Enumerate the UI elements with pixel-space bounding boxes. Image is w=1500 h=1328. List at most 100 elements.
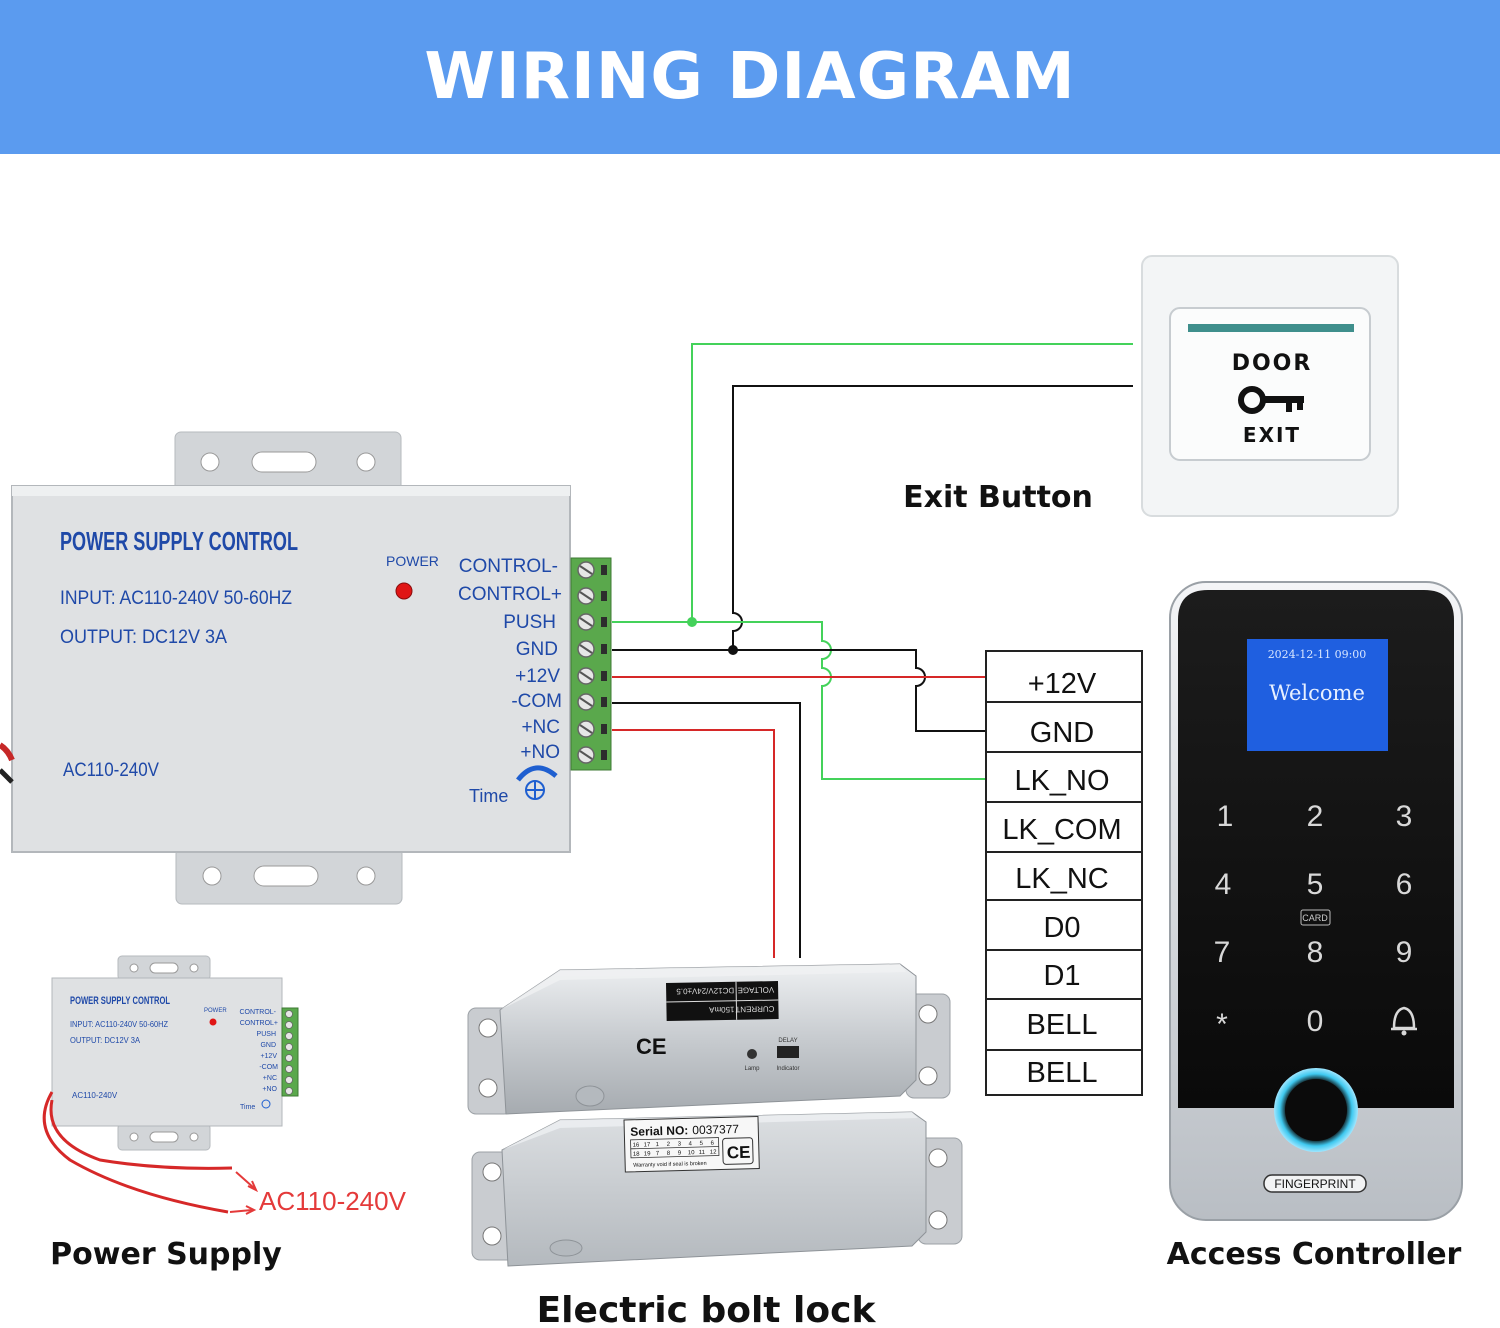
psu-output-spec: OUTPUT: DC12V 3A	[60, 627, 227, 648]
key-8: 8	[1307, 936, 1324, 969]
psu-small-terminal-4: +12V	[260, 1053, 277, 1060]
electric-bolt-lock-caption: Electric bolt lock	[537, 1290, 877, 1328]
psu-small-terminal-5: -COM	[259, 1064, 278, 1071]
serial-cell-14: 11	[699, 1150, 706, 1156]
psu-small-terminal-block	[281, 1007, 299, 1097]
lock-voltage-value: DC12V/24V±0.5	[676, 986, 734, 996]
psu-small-title: POWER SUPPLY CONTROL	[70, 995, 170, 1007]
time-adjust-icon	[516, 765, 558, 800]
power-supply-small: POWER SUPPLY CONTROL INPUT: AC110-240V 5…	[42, 955, 407, 1216]
key-0: 0	[1307, 1005, 1324, 1038]
terminal-d1: D1	[1043, 960, 1080, 992]
fingerprint-label: FINGERPRINT	[1274, 1177, 1356, 1191]
lock-ce-mark: CE	[636, 1034, 667, 1059]
key-7: 7	[1214, 936, 1231, 969]
page-title: WIRING DIAGRAM	[424, 40, 1076, 114]
access-controller-device: 2024-12-11 09:00 Welcome 1 2 3 4 5 6 7 8…	[1169, 581, 1463, 1221]
lock-lamp-icon	[747, 1049, 757, 1059]
wire-push-to-exit	[612, 343, 1133, 623]
psu-terminal-label-control-minus: CONTROL-	[459, 556, 558, 577]
psu-terminal-label-no: +NO	[520, 742, 560, 763]
psu-small-time-icon	[261, 1099, 271, 1109]
lock-current-value: 150mA	[708, 1005, 734, 1014]
lock-warranty-note: Warranty void if seal is broken	[633, 1161, 707, 1169]
terminal-gnd: GND	[1030, 717, 1094, 749]
mains-voltage-label: AC110-240V	[259, 1186, 407, 1216]
card-label: CARD	[1302, 913, 1328, 923]
psu-small-terminal-6: +NC	[263, 1075, 277, 1082]
lock-serial-title: Serial NO:	[630, 1123, 688, 1139]
controller-terminal-table: +12V GND LK_NO LK_COM LK_NC D0 D1 BELL B…	[985, 650, 1143, 1096]
psu-title: POWER SUPPLY CONTROL	[60, 526, 298, 556]
serial-cell-2: 1	[656, 1142, 660, 1148]
serial-cell-4: 3	[678, 1142, 682, 1148]
serial-cell-1: 17	[644, 1142, 651, 1148]
serial-cell-10: 7	[656, 1151, 660, 1157]
power-supply-main: POWER SUPPLY CONTROL INPUT: AC110-240V 5…	[0, 431, 612, 905]
key-5: 5	[1307, 868, 1324, 901]
psu-small-terminal-3: GND	[260, 1042, 276, 1049]
power-supply-caption: Power Supply	[50, 1237, 282, 1272]
exit-button-caption: Exit Button	[903, 480, 1093, 515]
lock-serial-label: Serial NO: 0037377 16 17 1 2 3 4 5 6 18 …	[623, 1115, 760, 1173]
psu-terminal-label-push: PUSH	[503, 612, 556, 633]
title-banner: WIRING DIAGRAM	[0, 0, 1500, 154]
exit-button-door-label: DOOR	[1232, 351, 1313, 376]
bell-icon	[1391, 1006, 1417, 1036]
mains-wire-1	[42, 1091, 229, 1214]
serial-cell-3: 2	[667, 1142, 671, 1148]
serial-cell-5: 4	[689, 1141, 693, 1147]
psu-small-terminal-0: CONTROL-	[239, 1009, 276, 1016]
psu-terminal-label-gnd: GND	[516, 639, 558, 660]
lock-current-label: CURRENT	[735, 1004, 774, 1014]
key-star: *	[1216, 1008, 1228, 1041]
lock-switch-label: DELAY	[778, 1038, 797, 1044]
key-6: 6	[1396, 868, 1413, 901]
key-2: 2	[1307, 800, 1324, 833]
card-area	[1300, 909, 1331, 926]
terminal-d0: D0	[1043, 912, 1080, 944]
serial-cell-0: 16	[633, 1143, 640, 1149]
psu-small-output: OUTPUT: DC12V 3A	[70, 1036, 141, 1045]
lock-indicator-label: Indicator	[776, 1066, 799, 1072]
psu-terminal-label-12v: +12V	[515, 666, 560, 687]
terminal-lk-no: LK_NO	[1014, 765, 1109, 797]
psu-small-ac-label: AC110-240V	[72, 1091, 118, 1100]
electric-bolt-lock-device: CURRENT 150mA VOLTAGE DC12V/24V±0.5 CE L…	[467, 963, 963, 1267]
psu-small-input: INPUT: AC110-240V 50-60HZ	[70, 1020, 168, 1029]
lock-spec-plate: CURRENT 150mA VOLTAGE DC12V/24V±0.5	[666, 981, 779, 1021]
controller-screen	[1247, 639, 1388, 751]
psu-ac-label: AC110-240V	[63, 760, 159, 781]
psu-terminal-block	[570, 557, 612, 771]
psu-small-power-led-icon	[209, 1018, 217, 1026]
serial-cell-6: 5	[700, 1141, 704, 1147]
power-led-icon	[395, 582, 413, 600]
key-1: 1	[1217, 800, 1234, 833]
psu-terminal-label-control-plus: CONTROL+	[458, 584, 562, 605]
serial-cell-12: 9	[678, 1150, 682, 1156]
exit-button-device: DOOR EXIT	[1141, 255, 1399, 517]
psu-power-label: POWER	[386, 553, 439, 569]
psu-small-power-label: POWER	[204, 1008, 227, 1014]
psu-time-label: Time	[469, 786, 508, 806]
psu-terminal-label-nc: +NC	[521, 717, 560, 738]
serial-cell-15: 12	[710, 1150, 717, 1156]
exit-button-exit-label: EXIT	[1243, 423, 1301, 447]
serial-cell-11: 8	[667, 1151, 671, 1157]
terminal-bell-2: BELL	[1027, 1057, 1098, 1089]
wire-gnd-to-exit	[732, 385, 1133, 650]
lock-serial-value: 0037377	[692, 1122, 739, 1137]
lock-bolt	[575, 1085, 605, 1107]
key-3: 3	[1396, 800, 1413, 833]
keypad: 1 2 3 4 5 6 7 8 9 * 0	[1214, 800, 1413, 1041]
psu-small-time-label: Time	[240, 1104, 255, 1111]
lock-lamp-label: Lamp	[744, 1066, 760, 1072]
screen-datetime: 2024-12-11 09:00	[1268, 648, 1367, 661]
lock-delay-switch	[777, 1046, 799, 1058]
lock-serial-ce-mark: CE	[727, 1143, 751, 1163]
psu-small-terminal-1: CONTROL+	[240, 1020, 278, 1027]
mains-wire-2	[49, 1099, 233, 1170]
wires	[612, 343, 1133, 958]
psu-terminal-label-com: -COM	[511, 691, 562, 712]
